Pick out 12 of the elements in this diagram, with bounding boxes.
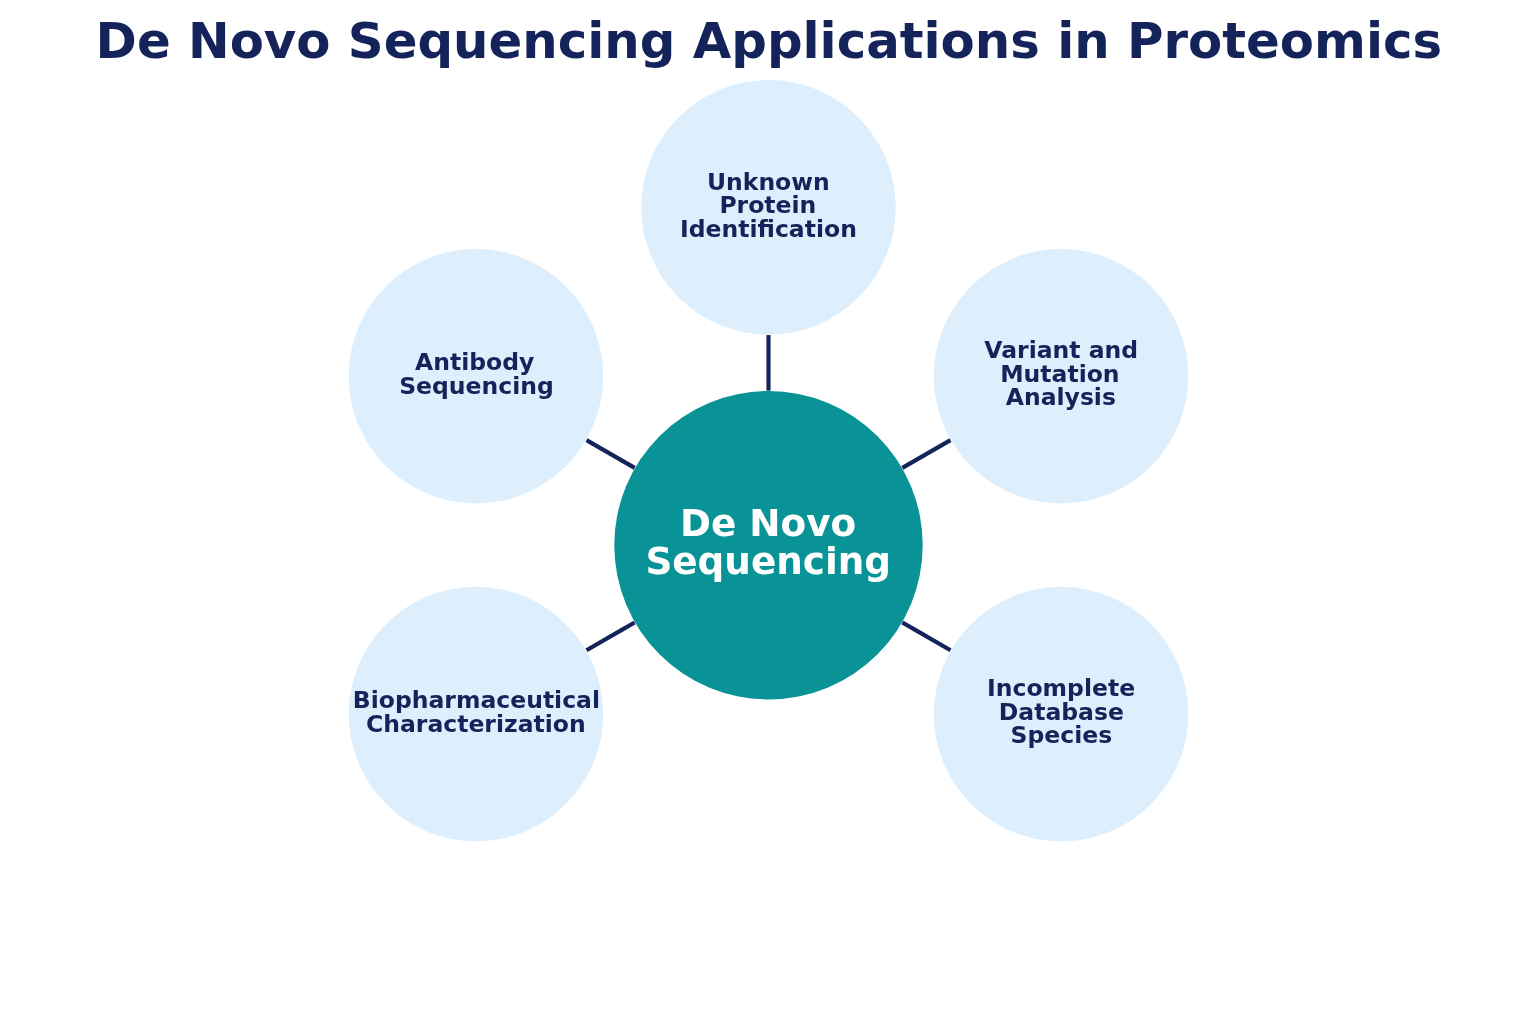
connector [900, 620, 952, 653]
node-circle: Antibody Sequencing [348, 249, 603, 504]
node-circle: Unknown Protein Identification [640, 80, 896, 335]
diagram-title: De Novo Sequencing Applications in Proteomics [95, 11, 1442, 70]
connector [765, 335, 771, 391]
node-circle: Biopharmaceutical Characterization [348, 586, 603, 842]
connector [584, 620, 636, 653]
connector [584, 438, 636, 470]
node-circle: Incomplete Database Species [933, 586, 1188, 842]
connector [900, 438, 952, 470]
node-circle: De Novo Sequencing [613, 391, 923, 700]
node-circle: Variant and Mutation Analysis [933, 249, 1188, 504]
